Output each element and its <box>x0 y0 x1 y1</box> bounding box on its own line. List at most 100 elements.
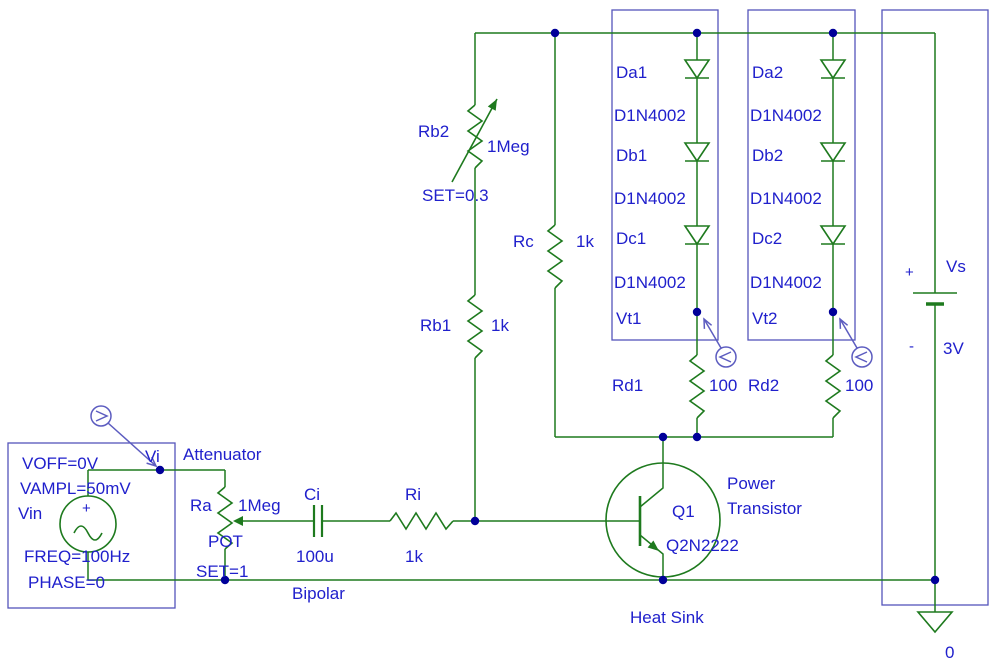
label-dc1-name[interactable]: Dc1 <box>616 229 646 248</box>
res-rd1-symbol[interactable] <box>688 354 706 419</box>
label-ci-note[interactable]: Bipolar <box>292 584 345 603</box>
resistor-zigzag-ri[interactable] <box>389 511 454 531</box>
resistor-zigzag-rc[interactable] <box>546 224 564 289</box>
label-vin-phase[interactable]: PHASE=0 <box>28 573 105 592</box>
resistor-zigzag-rd1[interactable] <box>688 354 706 419</box>
label-vin-name[interactable]: Vin <box>18 504 42 523</box>
label-vs-value[interactable]: 3V <box>943 339 964 358</box>
label-marker-vi[interactable]: Vi <box>145 447 160 466</box>
variable-resistor-arrow <box>451 98 498 183</box>
variable-resistor-arrowhead-icon <box>487 99 497 111</box>
diode-triangle[interactable] <box>819 59 847 80</box>
label-rb2-set[interactable]: SET=0.3 <box>422 186 489 205</box>
diode-da2-symbol[interactable] <box>819 59 847 80</box>
label-rb2-value[interactable]: 1Meg <box>487 137 530 156</box>
sine-source-circle[interactable] <box>59 495 117 553</box>
voltage-marker-vt2[interactable] <box>839 317 873 368</box>
label-heatsink[interactable]: Heat Sink <box>630 608 704 627</box>
resistor-zigzag-rb2[interactable] <box>466 104 484 169</box>
label-ci-value[interactable]: 100u <box>296 547 334 566</box>
junction-dot <box>658 432 668 442</box>
label-ra-set[interactable]: SET=1 <box>196 562 248 581</box>
label-db2-model[interactable]: D1N4002 <box>750 189 822 208</box>
label-dc2-model[interactable]: D1N4002 <box>750 273 822 292</box>
label-da1-name[interactable]: Da1 <box>616 63 647 82</box>
annotation-box-diode-string-1[interactable] <box>611 9 719 341</box>
label-q1-name[interactable]: Q1 <box>672 502 695 521</box>
label-ra-type[interactable]: POT <box>208 532 243 551</box>
label-rd2-name[interactable]: Rd2 <box>748 376 779 395</box>
label-rd1-value[interactable]: 100 <box>709 376 737 395</box>
res-rd2-symbol[interactable] <box>824 354 842 419</box>
label-rb1-name[interactable]: Rb1 <box>420 316 451 335</box>
label-rc-name[interactable]: Rc <box>513 232 534 251</box>
label-rd2-value[interactable]: 100 <box>845 376 873 395</box>
label-ra-name[interactable]: Ra <box>190 496 212 515</box>
marker-pointer-line <box>839 318 858 349</box>
transistor-q1-symbol[interactable] <box>605 437 721 580</box>
battery-vs-symbol[interactable] <box>913 292 957 306</box>
label-vs-name[interactable]: Vs <box>946 257 966 276</box>
diode-triangle[interactable] <box>819 225 847 246</box>
diode-db2-symbol[interactable] <box>819 142 847 163</box>
label-transistor[interactable]: Transistor <box>727 499 802 518</box>
diode-triangle[interactable] <box>683 225 711 246</box>
transistor-emitter-lead[interactable] <box>639 534 664 580</box>
resistor-zigzag-rd2[interactable] <box>824 354 842 419</box>
diode-triangle[interactable] <box>683 59 711 80</box>
label-power[interactable]: Power <box>727 474 776 493</box>
diode-da1-symbol[interactable] <box>683 59 711 80</box>
resistor-zigzag-rb1[interactable] <box>466 294 484 359</box>
label-rd1-name[interactable]: Rd1 <box>612 376 643 395</box>
res-rc-symbol[interactable] <box>546 224 564 289</box>
junction-dot <box>155 465 165 475</box>
diode-dc2-symbol[interactable] <box>819 225 847 246</box>
label-vin-vampl[interactable]: VAMPL=50mV <box>20 479 131 498</box>
vin-source-symbol[interactable] <box>59 495 117 553</box>
label-dc1-model[interactable]: D1N4002 <box>614 273 686 292</box>
cap-ci-symbol[interactable] <box>312 505 324 537</box>
label-db1-model[interactable]: D1N4002 <box>614 189 686 208</box>
res-rb2-symbol[interactable] <box>451 98 498 183</box>
label-vt1-node[interactable]: Vt1 <box>616 309 642 328</box>
label-ci-name[interactable]: Ci <box>304 485 320 504</box>
junction-dot <box>930 575 940 585</box>
label-da1-model[interactable]: D1N4002 <box>614 106 686 125</box>
voltage-marker-icon[interactable] <box>715 346 737 368</box>
label-vin-voff[interactable]: VOFF=0V <box>22 454 99 473</box>
label-rc-value[interactable]: 1k <box>576 232 594 251</box>
pot-ra-symbol[interactable] <box>216 486 243 550</box>
label-db1-name[interactable]: Db1 <box>616 146 647 165</box>
label-q1-model[interactable]: Q2N2222 <box>666 536 739 555</box>
diode-triangle[interactable] <box>819 142 847 163</box>
label-rb2-name[interactable]: Rb2 <box>418 122 449 141</box>
label-dc2-name[interactable]: Dc2 <box>752 229 782 248</box>
resistor-zigzag-ra[interactable] <box>216 486 234 550</box>
voltage-marker-vi[interactable] <box>90 405 158 468</box>
label-rb1-value[interactable]: 1k <box>491 316 509 335</box>
label-da2-name[interactable]: Da2 <box>752 63 783 82</box>
label-da2-model[interactable]: D1N4002 <box>750 106 822 125</box>
labels: VOFF=0V VAMPL=50mV Vin FREQ=100Hz PHASE=… <box>18 63 966 662</box>
annotation-box-input-source[interactable] <box>7 442 176 609</box>
res-rb1-symbol[interactable] <box>466 294 484 359</box>
voltage-marker-vt1[interactable] <box>703 317 737 368</box>
label-vin-freq[interactable]: FREQ=100Hz <box>24 547 130 566</box>
source-plus-sign: + <box>82 500 91 517</box>
transistor-collector-lead[interactable] <box>639 437 664 508</box>
label-db2-name[interactable]: Db2 <box>752 146 783 165</box>
label-attenuator[interactable]: Attenuator <box>183 445 262 464</box>
voltage-marker-icon[interactable] <box>851 346 873 368</box>
label-vt2-node[interactable]: Vt2 <box>752 309 778 328</box>
diode-dc1-symbol[interactable] <box>683 225 711 246</box>
label-ra-value[interactable]: 1Meg <box>238 496 281 515</box>
voltage-marker-icon[interactable] <box>90 405 112 427</box>
label-ri-value[interactable]: 1k <box>405 547 423 566</box>
annotation-box-diode-string-2[interactable] <box>747 9 856 341</box>
res-ri-symbol[interactable] <box>389 511 454 531</box>
diode-triangle[interactable] <box>683 142 711 163</box>
label-ground[interactable]: 0 <box>945 643 954 662</box>
diode-db1-symbol[interactable] <box>683 142 711 163</box>
label-ri-name[interactable]: Ri <box>405 485 421 504</box>
ground-symbol[interactable] <box>916 611 954 634</box>
